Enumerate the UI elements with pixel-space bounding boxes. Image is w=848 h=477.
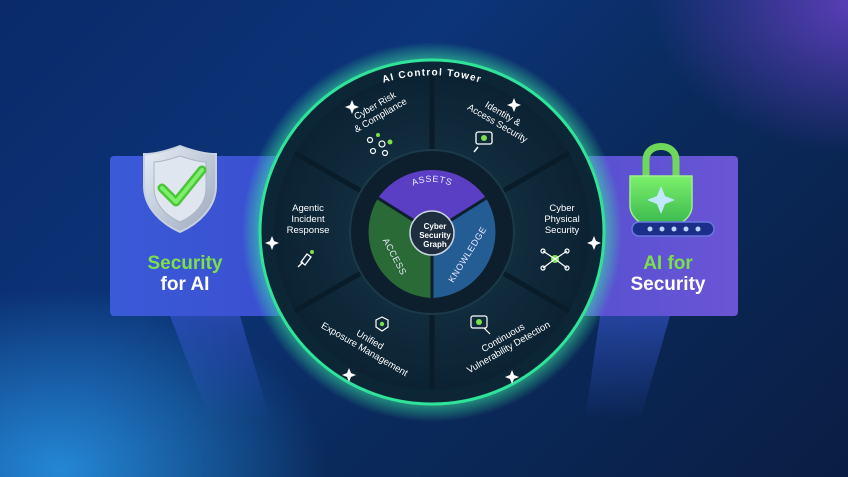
security-for-ai-title: Security for AI [125,253,245,295]
segment-agentic-incident-response[interactable]: Agentic Incident Response [271,203,345,236]
incident-response-icon [297,250,314,268]
vulnerability-detection-icon [470,315,491,335]
segment-label-line: Response [286,225,330,236]
center-label-line: Graph [423,240,447,249]
compliance-network-icon [366,133,393,157]
identity-lock-icon [473,131,493,153]
left-beam [170,316,270,420]
green-lock-icon [629,143,715,237]
shield-check-icon [143,144,217,234]
segment-label-line: Agentic [292,203,324,214]
sparkle-icons [265,98,601,384]
segment-cyber-physical[interactable]: Cyber Physical Security [525,203,599,236]
segment-label-line: Incident [291,214,325,225]
panel-title-line: Security [147,253,223,274]
center-label-line: Security [419,231,451,240]
ai-for-security-title: AI for Security [608,253,728,295]
panel-title-line: AI for [643,253,693,274]
assets-segment [378,169,486,232]
cyber-physical-network-icon [540,248,570,271]
segment-label-line: Cyber [549,203,575,214]
panel-title-line: Security [630,274,706,295]
panel-title-line: for AI [160,274,210,295]
right-beam [585,316,670,420]
center-label-line: Cyber [423,222,447,231]
segment-label-line: Physical [544,214,580,225]
segment-label-line: Security [544,225,580,236]
exposure-management-icon [375,316,389,332]
center-label: Cyber Security Graph [410,222,460,249]
assets-label: ASSETS [410,174,454,188]
center-disc [409,210,455,256]
